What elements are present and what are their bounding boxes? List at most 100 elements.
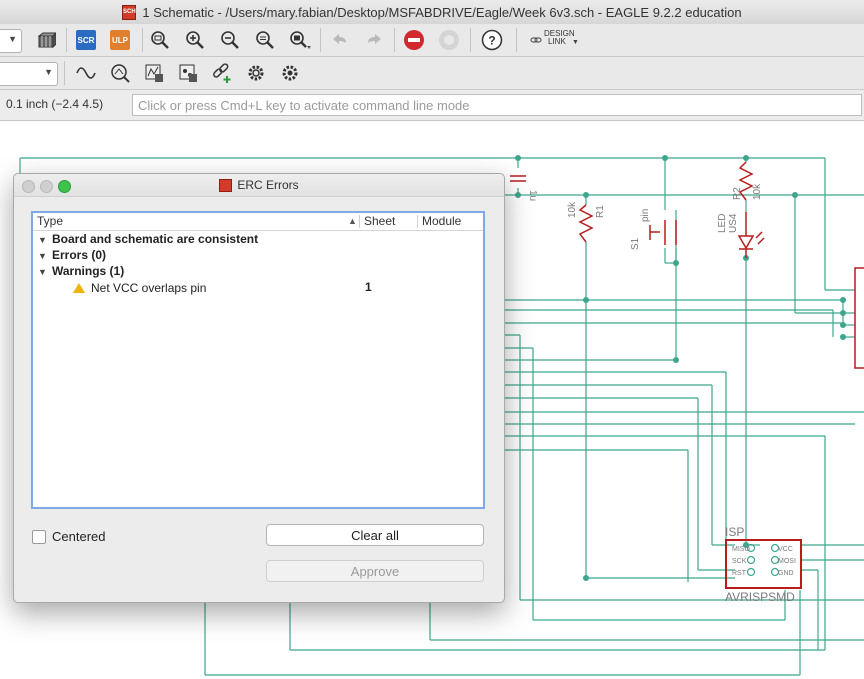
svg-text:S1: S1	[630, 237, 641, 250]
svg-text:RST: RST	[732, 570, 747, 577]
secondary-toolbar: ▼	[0, 57, 864, 90]
zoom-button[interactable]	[58, 180, 71, 193]
minimize-button[interactable]	[40, 180, 53, 193]
help-icon: ?	[481, 29, 503, 51]
stop-button[interactable]	[402, 28, 426, 52]
svg-text:10k: 10k	[567, 201, 578, 218]
schematic-document-icon: SCH	[122, 4, 137, 20]
toolbar-separator	[394, 28, 395, 52]
column-header-type[interactable]: Type	[37, 214, 64, 228]
approve-button[interactable]: Approve	[266, 560, 484, 582]
warning-sheet-number: 1	[365, 280, 372, 294]
svg-text:LED: LED	[717, 214, 728, 233]
ulp-icon: ULP	[110, 30, 130, 50]
grid-combo[interactable]: ▼	[0, 62, 58, 86]
centered-label[interactable]: Centered	[52, 529, 106, 544]
gear-icon	[248, 65, 264, 81]
svg-text:R1: R1	[595, 205, 606, 218]
undo-arrow-icon	[333, 34, 346, 44]
export-netlist-button[interactable]	[176, 61, 200, 85]
svg-text:R2: R2	[732, 187, 743, 200]
svg-text:MISO: MISO	[732, 546, 750, 553]
disclosure-triangle-icon[interactable]: ▼	[38, 235, 47, 245]
close-button[interactable]	[22, 180, 35, 193]
dialog-title: ERC Errors	[237, 178, 299, 192]
stop-icon	[404, 30, 424, 50]
schematic-parts	[510, 161, 864, 589]
column-header-sheet[interactable]: Sheet	[364, 214, 396, 228]
ulp-run-button[interactable]: ULP	[108, 28, 132, 52]
layer-combo[interactable]: ▼	[0, 29, 22, 53]
zoom-select-icon	[290, 31, 311, 49]
netlist-icon	[179, 64, 197, 82]
toolbar-separator	[64, 61, 65, 85]
toolbar-separator	[470, 28, 471, 52]
clear-all-button[interactable]: Clear all	[266, 524, 484, 546]
disclosure-triangle-icon[interactable]: ▼	[38, 267, 47, 277]
svg-text:GND: GND	[778, 570, 794, 577]
library-icon[interactable]	[34, 28, 58, 52]
go-button[interactable]	[437, 28, 461, 52]
link-icon	[530, 37, 542, 43]
svg-text:AVRISPSMD: AVRISPSMD	[725, 590, 795, 604]
zoom-out-button[interactable]	[218, 28, 242, 52]
zoom-select-button[interactable]	[288, 28, 312, 52]
undo-button[interactable]	[328, 28, 352, 52]
window-titlebar: SCH 1 Schematic - /Users/mary.fabian/Des…	[0, 0, 864, 25]
simulate-button[interactable]	[74, 61, 98, 85]
spice-button[interactable]	[142, 61, 166, 85]
scr-script-button[interactable]: SCR	[74, 28, 98, 52]
zoom-redraw-icon	[256, 31, 274, 49]
toolbar-separator	[142, 28, 143, 52]
centered-checkbox[interactable]	[32, 530, 46, 544]
junction-dots	[515, 155, 846, 581]
zoom-out-icon	[221, 31, 239, 49]
tree-row-consistency[interactable]: ▼Board and schematic are consistent	[38, 232, 259, 246]
redo-button[interactable]	[362, 28, 386, 52]
toolbar-separator	[320, 28, 321, 52]
svg-text:SCK: SCK	[732, 558, 747, 565]
tree-row-warnings[interactable]: ▼Warnings (1)	[38, 264, 125, 278]
scr-icon: SCR	[76, 30, 96, 50]
dialog-titlebar: ERC Errors	[14, 174, 504, 197]
link-add-icon	[213, 63, 231, 83]
tree-header: Type ▲ Sheet Module	[33, 213, 483, 231]
gear-alt-icon	[282, 65, 298, 81]
wires	[19, 157, 864, 676]
add-link-button[interactable]	[210, 61, 234, 85]
zoom-redraw-button[interactable]	[253, 28, 277, 52]
column-header-module[interactable]: Module	[422, 214, 462, 228]
svg-text:US4: US4	[728, 213, 739, 233]
sort-ascending-icon: ▲	[348, 216, 357, 226]
svg-text:MOSI: MOSI	[778, 558, 796, 565]
schematic-canvas[interactable]: 1u 10k R1 S1 pin 10k R2 LED US4 ISP AVRI…	[0, 121, 864, 679]
cursor-coordinates: 0.1 inch (−2.4 4.5)	[6, 97, 104, 111]
design-link-label: DESIGN LINK	[544, 29, 575, 46]
probe-icon	[111, 64, 130, 83]
part-labels: 1u 10k R1 S1 pin 10k R2 LED US4 ISP AVRI…	[527, 183, 796, 604]
redo-arrow-icon	[368, 34, 381, 44]
svg-text:VCC: VCC	[778, 546, 793, 553]
help-button[interactable]: ?	[480, 28, 504, 52]
settings-alt-button[interactable]	[278, 61, 302, 85]
settings-button[interactable]	[244, 61, 268, 85]
zoom-fit-button[interactable]	[148, 28, 172, 52]
go-icon	[439, 30, 459, 50]
disclosure-triangle-icon[interactable]: ▼	[38, 251, 47, 261]
zoom-fit-icon	[151, 31, 169, 49]
zoom-in-button[interactable]	[183, 28, 207, 52]
command-line[interactable]	[132, 94, 862, 116]
toolbar-separator	[66, 28, 67, 52]
probe-button[interactable]	[108, 61, 132, 85]
design-link-button[interactable]: DESIGN LINK ▼	[530, 29, 590, 53]
erc-results-tree[interactable]: Type ▲ Sheet Module ▼Board and schematic…	[31, 211, 485, 509]
tree-row-warning-item[interactable]: Net VCC overlaps pin	[73, 280, 206, 296]
command-line-input[interactable]	[133, 95, 861, 115]
warning-icon	[73, 283, 85, 293]
erc-errors-dialog: ERC Errors Type ▲ Sheet Module ▼Board an…	[13, 173, 505, 603]
tree-row-errors[interactable]: ▼Errors (0)	[38, 248, 107, 262]
spice-icon	[145, 64, 163, 82]
sine-wave-icon	[76, 67, 96, 79]
svg-text:ISP: ISP	[725, 525, 744, 539]
window-title: 1 Schematic - /Users/mary.fabian/Desktop…	[142, 4, 742, 20]
